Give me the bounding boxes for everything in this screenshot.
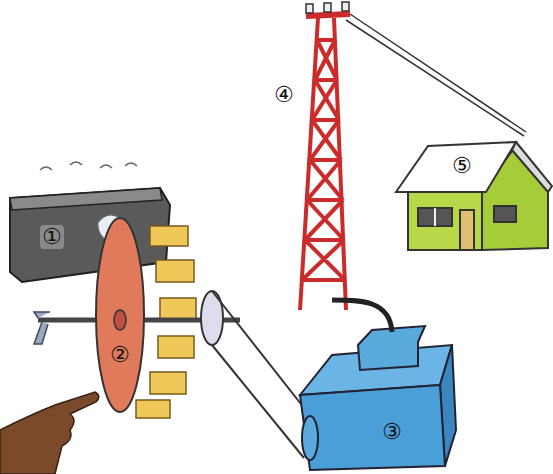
house — [396, 142, 552, 250]
callout-number: ⑤ — [450, 154, 474, 178]
axle-bearing — [34, 312, 50, 344]
power-line — [350, 14, 526, 132]
cable — [332, 300, 392, 332]
dam-top — [10, 188, 162, 210]
callout-number: ① — [40, 225, 64, 249]
wheel-hub — [114, 310, 126, 330]
water-ripple — [40, 162, 137, 170]
dam — [10, 188, 170, 282]
insulators — [306, 2, 349, 13]
power-line — [346, 20, 524, 136]
transmission-tower — [300, 14, 350, 310]
pulley — [201, 291, 223, 345]
drive-belt — [212, 345, 304, 458]
generator — [300, 326, 456, 470]
callout-number: ③ — [380, 420, 404, 444]
callout-number: ② — [108, 343, 132, 367]
water-wheel — [96, 218, 144, 412]
pointing-hand — [0, 392, 99, 474]
drive-belt — [212, 291, 312, 418]
callout-number: ④ — [272, 83, 296, 107]
